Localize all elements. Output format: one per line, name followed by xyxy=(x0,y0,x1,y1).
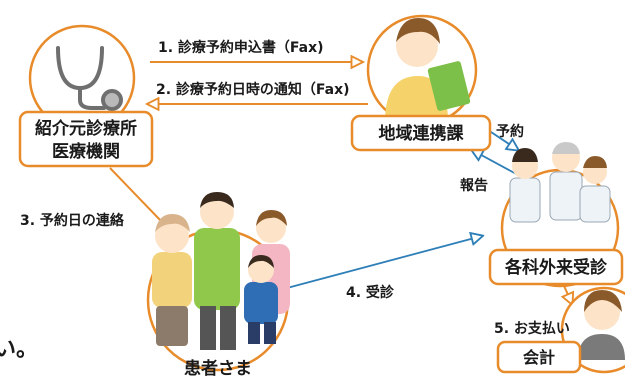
label-report: 報告 xyxy=(460,177,488,194)
label-reserve: 予約 xyxy=(496,123,524,140)
cashier-icon xyxy=(578,290,625,360)
node-patient: 患者さま xyxy=(146,192,290,377)
outpatient-label: 各科外来受診 xyxy=(504,257,608,278)
label-visit: 4. 受診 xyxy=(346,284,395,301)
label-fax-application: 1. 診療予約申込書（Fax) xyxy=(158,39,324,56)
patient-label: 患者さま xyxy=(184,358,252,377)
stethoscope-icon xyxy=(56,46,123,111)
arrow-visit xyxy=(271,236,482,293)
fragment-text: い。 xyxy=(0,337,38,362)
label-contact-patient: 3. 予約日の連絡 xyxy=(20,212,125,229)
label-fax-notification: 2. 診療予約日時の通知（Fax) xyxy=(156,81,350,98)
accounting-label: 会計 xyxy=(523,348,555,367)
doctors-icon xyxy=(509,142,611,223)
liaison-label: 地域連携課 xyxy=(379,123,465,144)
referrer-line-1: 紹介元診療所 xyxy=(35,118,137,139)
label-payment: 5. お支払い xyxy=(494,320,570,337)
connectors xyxy=(109,62,572,304)
family-icon xyxy=(152,192,290,350)
arrow-report xyxy=(472,150,521,177)
arrow-contact-patient xyxy=(109,167,163,223)
node-outpatient: 各科外来受診 xyxy=(488,142,624,288)
node-referrer: 紹介元診療所 医療機関 xyxy=(18,24,154,168)
referrer-line-2: 医療機関 xyxy=(52,141,120,162)
node-accounting: 会計 xyxy=(496,286,625,374)
staff-woman-icon xyxy=(385,18,471,122)
node-liaison: 地域連携課 xyxy=(350,14,492,152)
